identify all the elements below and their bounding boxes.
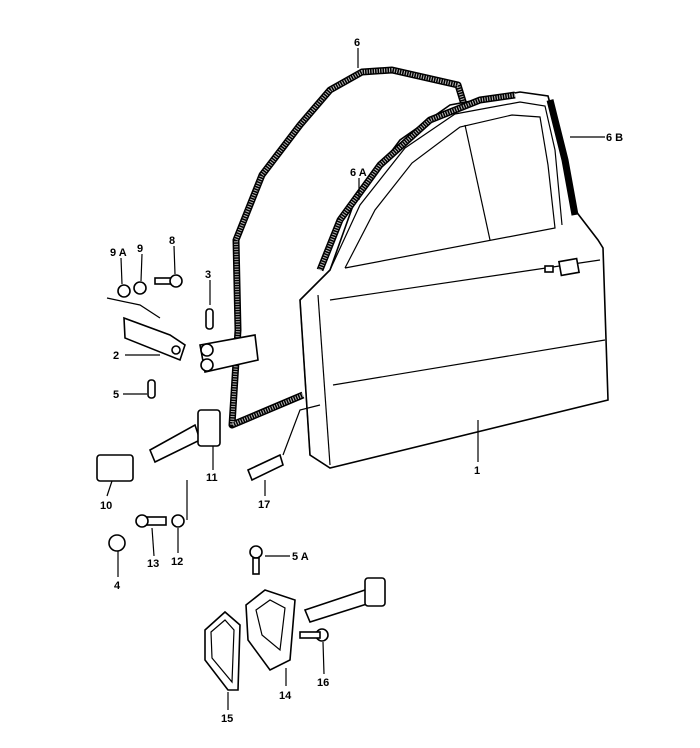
label-17: 17 — [258, 499, 270, 511]
label-16: 16 — [317, 677, 329, 689]
bolt-8 — [154, 274, 183, 288]
cap-4 — [108, 534, 126, 552]
washer-9a — [117, 284, 131, 298]
bolt-16 — [299, 628, 329, 642]
hinge-door-part — [199, 334, 259, 373]
label-14: 14 — [279, 690, 292, 702]
label-10: 10 — [100, 500, 112, 512]
label-2: 2 — [113, 350, 119, 362]
label-12: 12 — [171, 556, 183, 568]
label-4: 4 — [114, 580, 121, 592]
label-13: 13 — [147, 558, 159, 570]
label-11: 11 — [206, 472, 218, 484]
door-check-strap-11 — [148, 409, 221, 464]
leader-lines — [106, 48, 605, 710]
label-8: 8 — [169, 235, 175, 247]
label-6: 6 — [354, 37, 360, 49]
label-1: 1 — [474, 465, 480, 477]
pin-5 — [147, 379, 156, 399]
label-5a: 5 A — [292, 551, 309, 563]
buffer-10 — [96, 454, 134, 482]
label-6b: 6 B — [606, 132, 623, 144]
housing-14 — [245, 589, 296, 672]
screw-5a — [249, 545, 263, 575]
label-9: 9 — [137, 243, 143, 255]
label-5: 5 — [113, 389, 119, 401]
door-shell-1 — [299, 91, 609, 469]
label-3: 3 — [205, 269, 211, 281]
label-15: 15 — [221, 713, 233, 725]
label-9a: 9 A — [110, 247, 127, 259]
check-strap-new — [303, 577, 386, 623]
pin-3 — [205, 308, 214, 330]
window-strip-6b — [546, 99, 579, 216]
spring-17 — [246, 453, 284, 482]
washer-9 — [133, 281, 147, 295]
gasket-15 — [204, 610, 241, 691]
washer-12 — [171, 514, 185, 528]
label-6a: 6 A — [350, 167, 367, 179]
hinge-plate-2 — [106, 297, 186, 362]
bolt-13 — [135, 514, 167, 528]
